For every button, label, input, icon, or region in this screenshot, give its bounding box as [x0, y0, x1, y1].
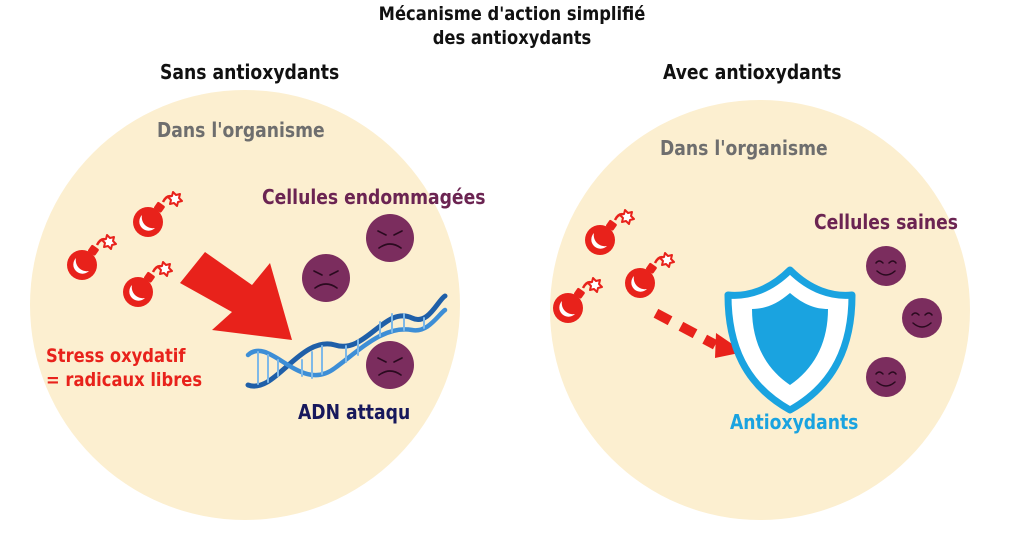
- title-line-1: Mécanisme d'action simplifié: [378, 3, 646, 25]
- oxidative-stress-line-1: Stress oxydatif: [46, 345, 186, 367]
- antioxidants-label: Antioxydants: [730, 410, 859, 434]
- healthy-cell-smiley-face-icon: [865, 245, 907, 287]
- diagram-title: Mécanisme d'action simplifié des antioxy…: [72, 2, 953, 50]
- left-context-label: Dans l'organisme: [157, 118, 325, 142]
- damaged-cells-label: Cellules endommagées: [262, 185, 486, 209]
- shield-icon: [724, 266, 856, 414]
- damaged-cell-sad-face-icon: [365, 213, 415, 263]
- healthy-cell-smiley-face-icon: [865, 356, 907, 398]
- damaged-cell-sad-face-icon: [365, 340, 415, 390]
- healthy-cell-smiley-face-icon: [901, 297, 943, 339]
- oxidative-stress-label: Stress oxydatif = radicaux libres: [46, 344, 202, 392]
- healthy-cells-label: Cellules saines: [814, 210, 959, 234]
- right-panel-heading: Avec antioxydants: [663, 60, 842, 84]
- oxidative-stress-line-2: = radicaux libres: [46, 369, 203, 391]
- left-panel-heading: Sans antioxydants: [160, 60, 340, 84]
- damaged-cell-sad-face-icon: [301, 253, 351, 303]
- title-line-2: des antioxydants: [432, 27, 592, 49]
- attack-arrow-icon: [180, 252, 292, 340]
- dna-helix-icon: [245, 293, 448, 389]
- right-context-label: Dans l'organisme: [660, 136, 828, 160]
- dna-attacked-label: ADN attaqu: [298, 400, 411, 424]
